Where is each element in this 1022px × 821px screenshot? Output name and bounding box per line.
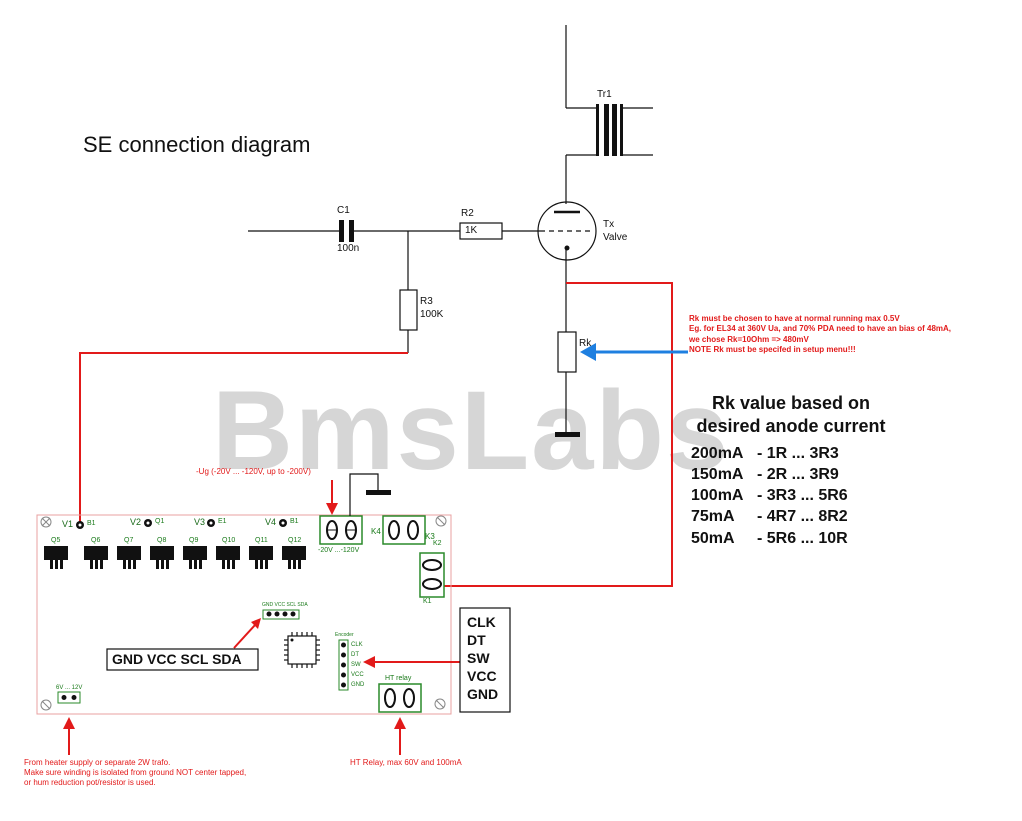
heater-connector [57,691,81,704]
rk-table-heading-line2: desired anode current [696,416,886,436]
capacitor-c1 [339,220,354,242]
page-title: SE connection diagram [83,132,311,157]
board-valve-label: V2 [130,517,142,527]
transistor-label: Q10 [222,537,236,544]
encoder-signals: CLK DT SW VCC GND [467,613,498,703]
rk-row-range: - 5R6 ... 10R [757,530,848,547]
rk-label: Rk [579,338,592,349]
valve-label-line2: Valve [603,232,628,243]
rk-note-line-1: Rk must be chosen to have at normal runn… [689,314,900,323]
transistor-label: Q7 [124,537,134,544]
rk-row-current: 75mA [691,508,735,525]
ug-arrowhead [326,503,338,515]
r2-label: R2 [461,208,474,219]
rk-table-heading: Rk value based on desired anode current [680,392,902,438]
encoder-pin-label: VCC [351,672,364,678]
tr1-label: Tr1 [597,89,612,100]
rk-note-line-2: Eg. for EL34 at 360V Ua, and 70% PDA nee… [689,324,952,333]
encoder-pin-label: GND [351,682,365,688]
i2c-header-label: GND VCC SCL SDA [262,602,308,608]
encoder-signal: CLK [467,614,496,630]
rk-note-line-3: we chose Rk=10Ohm => 480mV [689,335,809,344]
board-valve-label: V1 [62,519,74,529]
encoder-pin-label: SW [351,662,361,668]
valve-pads [76,519,287,529]
heater-connector-label: 6V ... 12V [56,685,83,691]
rk-row-range: - 2R ... 3R9 [757,466,839,483]
encoder-signal: SW [467,650,490,666]
ht-relay-connector-label: HT relay [385,675,412,682]
ht-relay-note: HT Relay, max 60V and 100mA [350,758,462,767]
transistor-label: Q5 [51,537,61,544]
rk-row-current: 50mA [691,530,735,547]
transistor-row [44,546,306,569]
r2-value: 1K [465,225,478,236]
mcu-chip [284,632,320,668]
encoder-pin-label: CLK [351,642,363,648]
i2c-header [262,609,300,620]
r3-value: 100K [420,309,444,320]
valve-tube [537,201,597,261]
board-valve-label: V4 [265,517,277,527]
rk-note-arrowhead [580,343,596,361]
rk-row-range: - 4R7 ... 8R2 [757,508,848,525]
transistor-label: Q12 [288,537,302,544]
k4-label: K4 [371,527,381,536]
i2c-label: GND VCC SCL SDA [112,651,242,667]
c1-value: 100n [337,243,360,254]
c1-label: C1 [337,205,350,216]
encoder-header-label: Encoder [335,632,354,638]
encoder-signal-box [459,607,511,713]
cathode-sense-wire [440,282,673,587]
rk-row-current: 200mA [691,445,744,462]
encoder-signal: GND [467,686,499,702]
k1-label: K1 [423,598,432,605]
i2c-arrow [233,624,256,649]
transistor-label: Q11 [255,537,268,544]
valve-pad-holes [78,521,285,527]
mounting-holes [40,515,447,711]
rk-table-heading-line1: Rk value based on [711,393,871,413]
ground-symbol-ug [366,490,391,495]
board-valve-pin: E1 [218,518,227,525]
transistor-label: Q9 [189,537,199,544]
transformer-tr1 [596,104,653,156]
heater-note-line-2: Make sure winding is isolated from groun… [24,768,247,777]
k3-label: K3 [425,532,435,541]
transistor-label: Q6 [91,537,101,544]
neg-supply-label: -20V ...-120V [318,547,360,554]
board-valve-pin: Q1 [155,518,165,525]
rk-row-current: 100mA [691,487,744,504]
i2c-label-box [106,648,259,671]
rk-row-range: - 3R3 ... 5R6 [757,487,848,504]
k2-label: K2 [433,540,442,547]
rk-row-range: - 1R ... 3R3 [757,445,839,462]
board-outline [36,514,452,715]
encoder-signal: DT [467,632,486,648]
transistor-label: Q8 [157,537,167,544]
board-valve-label: V3 [194,517,206,527]
resistor-r3 [399,289,418,331]
heater-note-line-1: From heater supply or separate 2W trafo. [24,758,171,767]
board-valve-pin: B1 [290,518,299,525]
ug-label: -Ug (-20V ... -120V, up to -200V) [196,467,311,476]
rk-row-current: 150mA [691,466,744,483]
ug-ground-wire [349,473,379,516]
r3-label: R3 [420,296,433,307]
bias-wire [79,352,408,527]
valve-label-line1: Tx [603,219,615,230]
heater-note-line-3: or hum reduction pot/resistor is used. [24,778,156,787]
rk-note-line-4: NOTE Rk must be specifed in setup menu!!… [689,345,856,354]
encoder-signal: VCC [467,668,497,684]
watermark: BmsLabs [212,368,731,493]
resistor-rk [557,331,577,373]
encoder-pin-label: DT [351,652,359,658]
ground-symbol-rk [555,432,580,437]
board-valve-pin: B1 [87,520,96,527]
